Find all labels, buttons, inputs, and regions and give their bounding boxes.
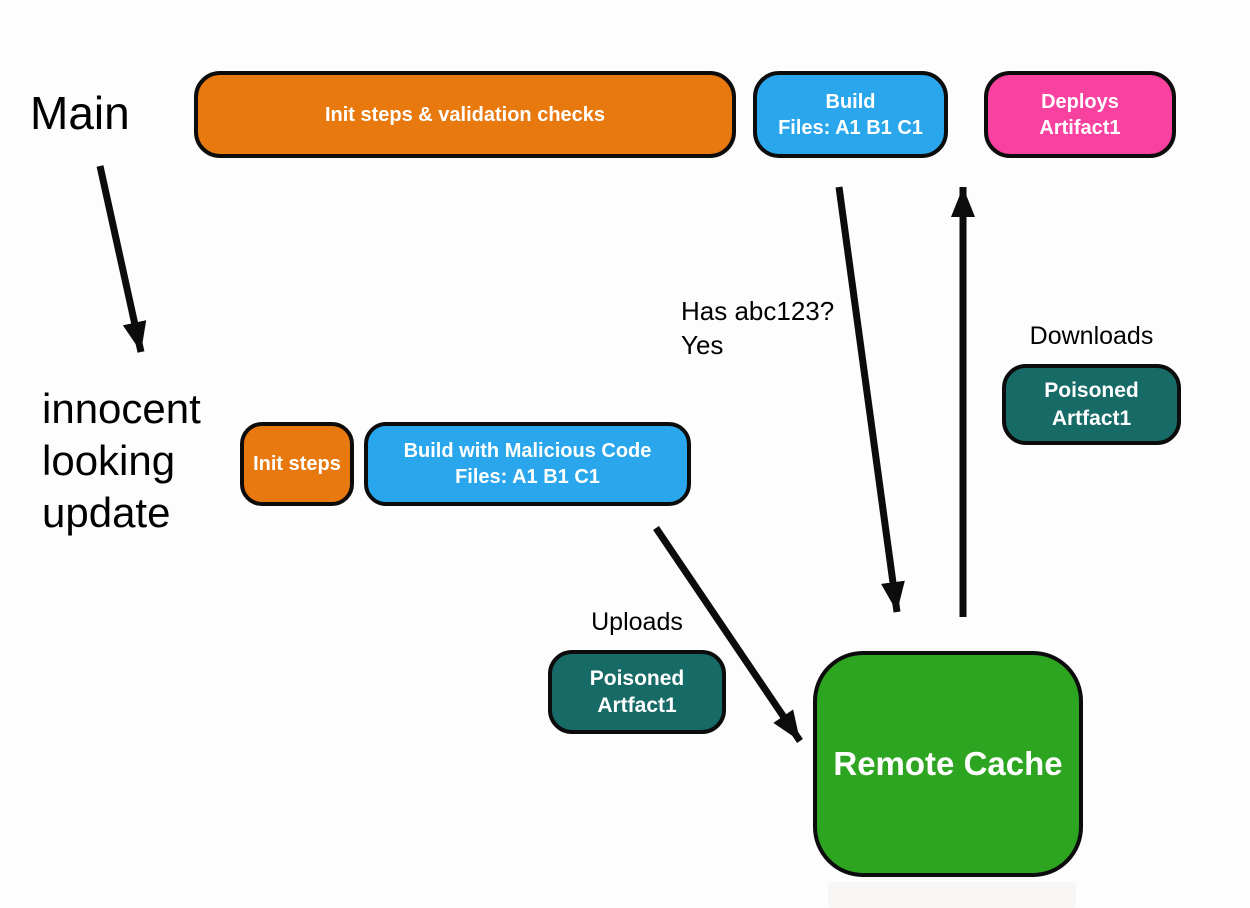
label-main-text: Main <box>30 87 130 139</box>
faint-shadow-strip <box>828 882 1076 908</box>
node-label: Init steps <box>253 453 341 475</box>
node-label: Artifact1 <box>1039 116 1121 139</box>
label-innocent-line2: looking <box>42 437 176 484</box>
node-init-validation-checks: Init steps & validation checks <box>194 71 736 158</box>
node-label: Build <box>825 90 876 113</box>
label-uploads: Uploads <box>591 608 683 636</box>
label-innocent-line1: innocent <box>42 385 201 432</box>
arrow-build-to-remote-cache <box>835 186 905 613</box>
label-downloads: Downloads <box>1029 322 1154 350</box>
node-label: Artfact1 <box>597 694 677 717</box>
node-poisoned-artifact-downloaded: Poisoned Artfact1 <box>1002 364 1181 445</box>
node-label: Init steps & validation checks <box>324 103 606 126</box>
label-innocent-update: innocent looking update <box>42 383 201 539</box>
node-init-steps: Init steps <box>240 422 354 506</box>
node-label: Files: A1 B1 C1 <box>455 466 600 488</box>
node-deploys-artifact1: Deploys Artifact1 <box>984 71 1176 158</box>
node-label: Deploys <box>1041 90 1119 113</box>
node-label: Poisoned <box>1044 379 1139 403</box>
node-label: Remote Cache <box>833 744 1063 782</box>
node-label: Poisoned <box>589 666 685 690</box>
node-build-main: Build Files: A1 B1 C1 <box>753 71 948 158</box>
label-has-hash: Has abc123? Yes <box>681 294 834 362</box>
node-poisoned-artifact-uploaded: Poisoned Artfact1 <box>548 650 726 734</box>
label-main-branch: Main <box>30 88 130 139</box>
node-build-malicious: Build with Malicious Code Files: A1 B1 C… <box>364 422 691 506</box>
node-remote-cache: Remote Cache <box>813 651 1083 877</box>
node-label: Files: A1 B1 C1 <box>778 116 923 139</box>
node-label: Build with Malicious Code <box>403 440 652 462</box>
label-has-hash-answer: Yes <box>681 330 724 360</box>
label-has-hash-question: Has abc123? <box>681 296 835 326</box>
node-label: Artfact1 <box>1051 406 1132 430</box>
label-innocent-line3: update <box>42 489 171 536</box>
arrow-main-to-innocent-update <box>96 165 147 353</box>
